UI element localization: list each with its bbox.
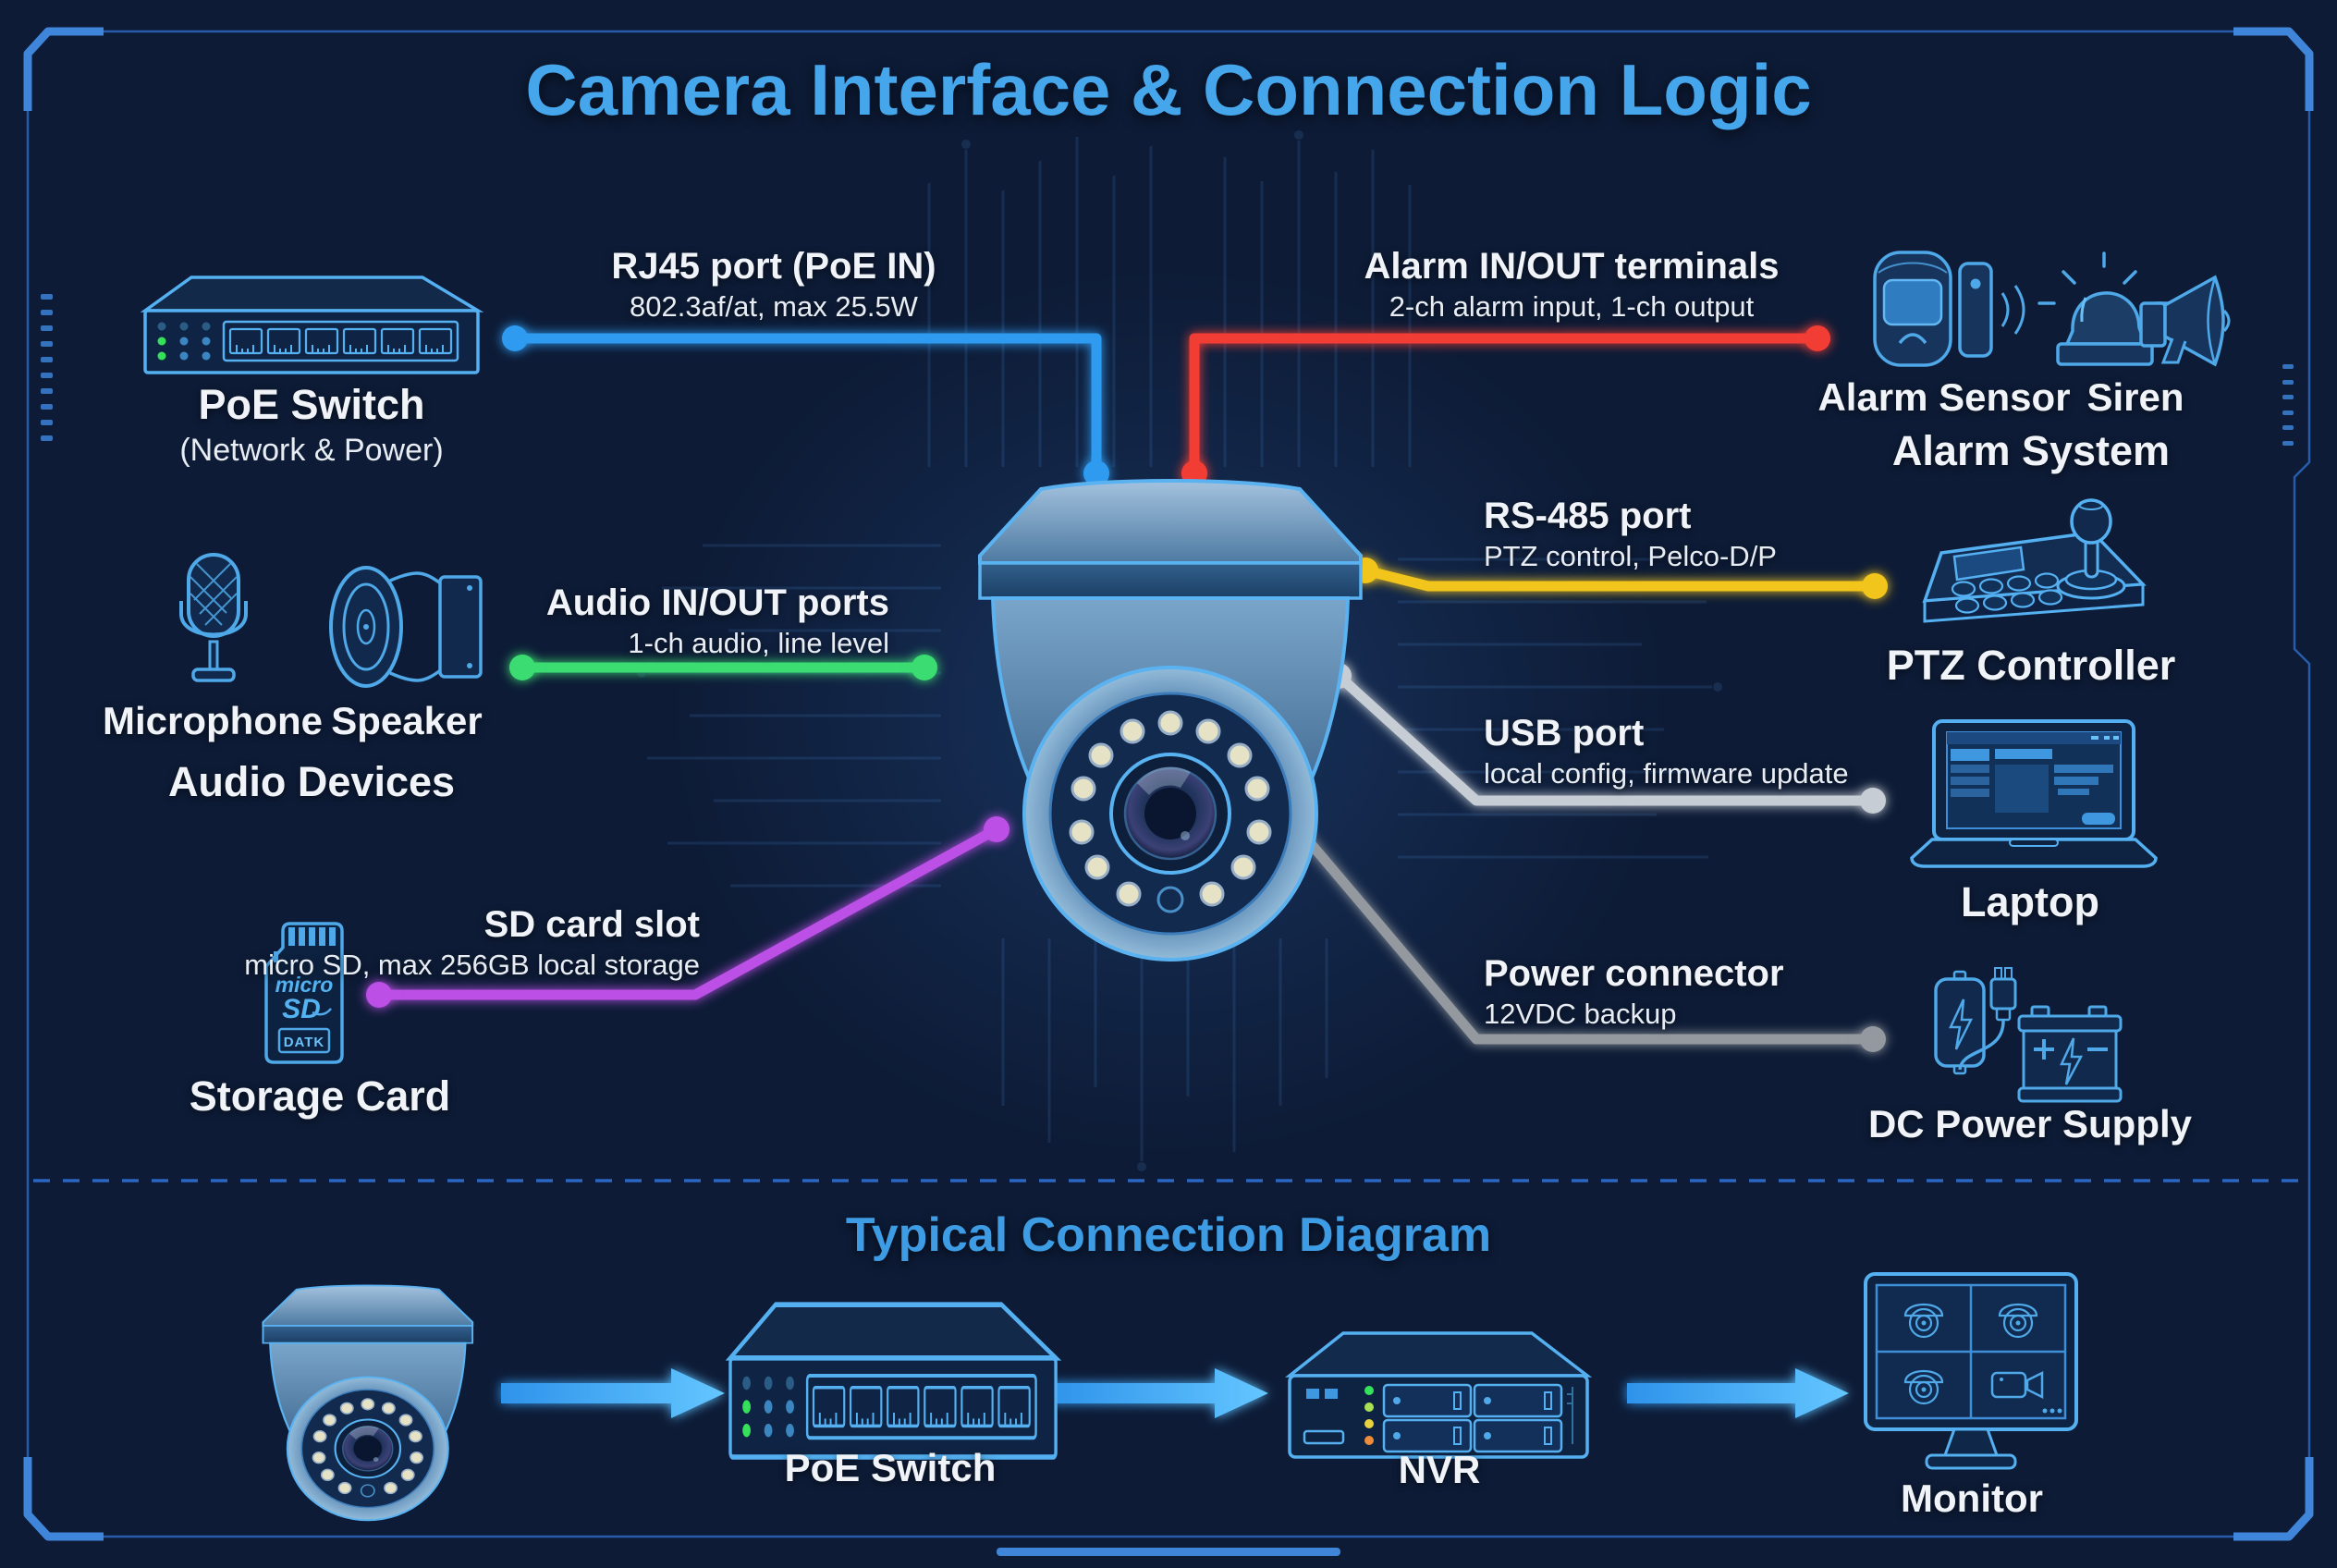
label-storage-card: Storage Card	[189, 1072, 451, 1120]
label-poe-switch-bottom: PoE Switch	[784, 1446, 997, 1489]
label-monitor: Monitor	[1901, 1476, 2043, 1520]
callout-alarm: Alarm IN/OUT terminals 2-ch alarm input,…	[1340, 246, 1803, 323]
nvr-icon	[1284, 1331, 1593, 1459]
rs485-line	[1360, 565, 1880, 592]
arrow-nvr-to-monitor	[1627, 1368, 1849, 1418]
label-alarm-sensor: Alarm Sensor	[1817, 375, 2071, 419]
callout-usb: USB port local config, firmware update	[1484, 713, 1909, 790]
sd-badge-text: DATK	[284, 1035, 325, 1050]
alarm-line	[1189, 333, 1823, 479]
label-speaker: Speaker	[331, 699, 483, 742]
callout-usb-sub: local config, firmware update	[1484, 756, 1849, 790]
label-dc-power-supply: DC Power Supply	[1867, 1102, 2193, 1145]
callout-audio-sub: 1-ch audio, line level	[628, 626, 889, 659]
label-nvr: NVR	[1398, 1448, 1481, 1491]
callout-rj45-title: RJ45 port (PoE IN)	[611, 246, 936, 287]
megaphone-icon	[2139, 275, 2231, 367]
power-line	[1287, 816, 1878, 1045]
callout-sd: SD card slot micro SD, max 256GB local s…	[238, 904, 700, 981]
microphone-icon	[179, 553, 248, 682]
callout-power-sub: 12VDC backup	[1484, 997, 1677, 1030]
connector-lines	[373, 333, 1880, 1045]
label-poe-switch-top: PoE Switch (Network & Power)	[127, 381, 496, 469]
storage-card-icon: micro SD DATK	[264, 922, 344, 1064]
callout-power: Power connector 12VDC backup	[1484, 953, 1909, 1030]
dc-power-icon	[1934, 967, 2123, 1103]
label-microphone: Microphone	[103, 699, 323, 742]
label-ptz-controller: PTZ Controller	[1886, 642, 2176, 689]
callout-alarm-sub: 2-ch alarm input, 1-ch output	[1389, 289, 1755, 323]
door-sensor-icon	[1958, 262, 2025, 358]
flow-arrows	[501, 1368, 1849, 1418]
hud-frame	[23, 27, 2314, 1556]
label-audio-devices: Audio Devices	[167, 758, 456, 805]
arrow-camera-to-switch	[501, 1368, 725, 1418]
callout-alarm-title: Alarm IN/OUT terminals	[1364, 246, 1780, 287]
section-title: Typical Connection Diagram	[845, 1208, 1492, 1262]
monitor-more-dots	[2042, 1408, 2062, 1414]
label-laptop: Laptop	[1961, 878, 2099, 925]
label-alarm-system: Alarm System	[1891, 427, 2171, 474]
sd-line	[373, 824, 1002, 1000]
speaker-icon	[329, 566, 483, 688]
sd-logo-sd: SD	[282, 994, 321, 1024]
callout-usb-title: USB port	[1484, 713, 1645, 753]
callout-rs485-title: RS-485 port	[1484, 496, 1692, 536]
circuit-traces	[637, 130, 1722, 1171]
callout-audio-title: Audio IN/OUT ports	[545, 582, 889, 623]
callout-rj45-sub: 802.3af/at, max 25.5W	[630, 289, 918, 323]
callout-sd-sub: micro SD, max 256GB local storage	[244, 948, 700, 981]
laptop-icon	[1910, 719, 2158, 868]
callout-rs485: RS-485 port PTZ control, Pelco-D/P	[1484, 496, 1909, 572]
ptz-controller-icon	[1922, 498, 2147, 623]
alarm-sensor-icon	[1873, 251, 1952, 367]
usb-line	[1333, 670, 1878, 806]
siren-icon	[2037, 251, 2172, 366]
video-camera-glyph	[1990, 1370, 2044, 1400]
poe-switch-label: PoE Switch	[198, 381, 425, 428]
monitor-icon	[1864, 1272, 2078, 1470]
page-title: Camera Interface & Connection Logic	[525, 49, 1812, 130]
rj45-line	[509, 333, 1102, 479]
callout-rj45: RJ45 port (PoE IN) 802.3af/at, max 25.5W	[543, 246, 1005, 323]
callout-sd-title: SD card slot	[483, 904, 700, 945]
poe-switch-sublabel: (Network & Power)	[179, 433, 444, 468]
sd-logo-micro: micro	[275, 973, 334, 997]
callout-audio: Audio IN/OUT ports 1-ch audio, line leve…	[520, 582, 889, 659]
callout-rs485-sub: PTZ control, Pelco-D/P	[1484, 539, 1777, 572]
arrow-switch-to-nvr	[1048, 1368, 1268, 1418]
label-siren: Siren	[2086, 375, 2184, 419]
callout-power-title: Power connector	[1484, 953, 1784, 994]
